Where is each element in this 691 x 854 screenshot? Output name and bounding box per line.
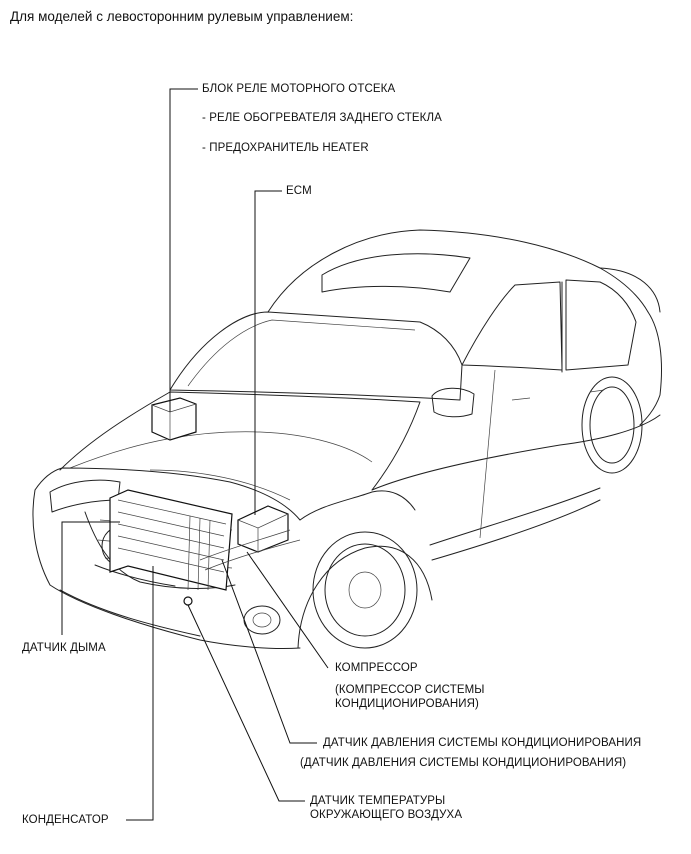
diagram-header: Для моделей с левосторонним рулевым упра…: [10, 9, 354, 24]
label-pressure-sensor-sub: (ДАТЧИК ДАВЛЕНИЯ СИСТЕМЫ КОНДИЦИОНИРОВАН…: [300, 757, 627, 769]
car-outline: [32, 229, 662, 650]
leader-lines: [61, 88, 329, 821]
ecm-shape: [237, 505, 289, 553]
label-smoke-sensor: ДАТЧИК ДЫМА: [22, 642, 106, 654]
engine-relay-block-shape: [151, 397, 197, 441]
label-relay-item-heater-fuse: - ПРЕДОХРАНИТЕЛЬ HEATER: [202, 142, 369, 154]
ambient-sensor-shape: [183, 596, 193, 606]
label-compressor: КОМПРЕССОР: [335, 662, 418, 674]
label-condenser: КОНДЕНСАТОР: [22, 814, 109, 826]
label-relay-item-rear-defogger: - РЕЛЕ ОБОГРЕВАТЕЛЯ ЗАДНЕГО СТЕКЛА: [202, 112, 442, 124]
label-ambient-sensor-line2: ОКРУЖАЮЩЕГО ВОЗДУХА: [310, 809, 463, 821]
label-ambient-sensor-line1: ДАТЧИК ТЕМПЕРАТУРЫ: [310, 795, 446, 807]
label-relay-block: БЛОК РЕЛЕ МОТОРНОГО ОТСЕКА: [202, 83, 396, 95]
condenser-shape: [109, 489, 233, 591]
label-ecm: ECM: [286, 185, 312, 197]
label-compressor-sub1: (КОМПРЕССОР СИСТЕМЫ: [335, 684, 485, 696]
label-compressor-sub2: КОНДИЦИОНИРОВАНИЯ): [335, 698, 479, 710]
label-pressure-sensor: ДАТЧИК ДАВЛЕНИЯ СИСТЕМЫ КОНДИЦИОНИРОВАНИ…: [323, 737, 642, 749]
